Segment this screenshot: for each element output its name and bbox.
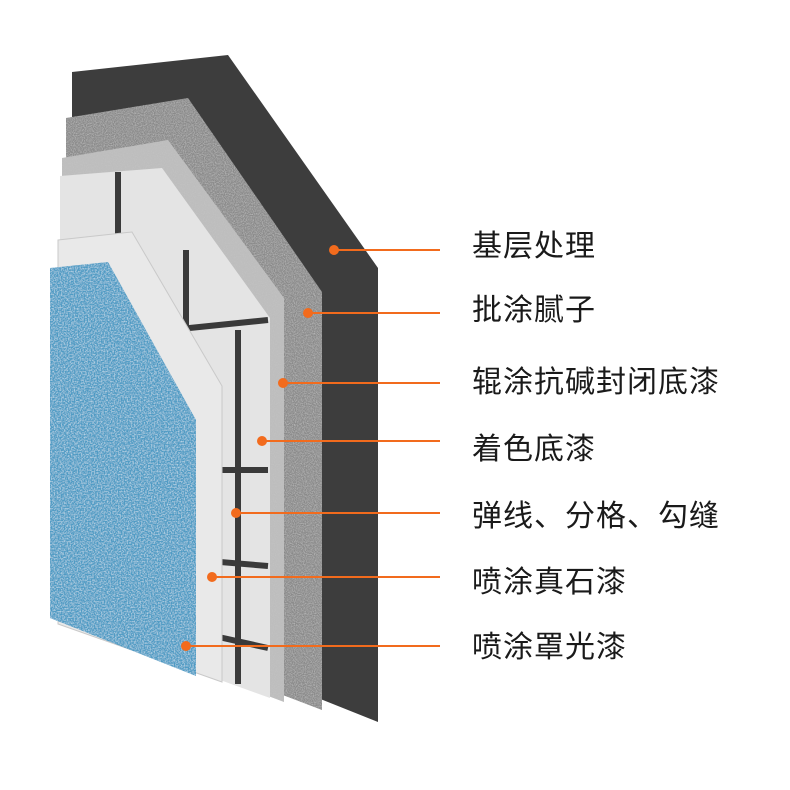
label-real-stone: 喷涂真石漆 [472, 565, 627, 600]
leader-dot [303, 308, 313, 318]
topcoat-layer [50, 262, 196, 676]
leader-dot [181, 641, 191, 651]
label-primer: 辊涂抗碱封闭底漆 [472, 365, 720, 400]
label-topcoat: 喷涂罩光漆 [472, 630, 627, 665]
label-putty: 批涂腻子 [472, 293, 596, 328]
label-color-primer: 着色底漆 [472, 432, 596, 467]
leader-dot [231, 508, 241, 518]
label-substrate: 基层处理 [472, 229, 596, 264]
leader-dot [257, 436, 267, 446]
leader-dot [207, 572, 217, 582]
leader-lines [181, 245, 440, 651]
leader-dot [278, 378, 288, 388]
leader-dot [329, 245, 339, 255]
label-grid: 弹线、分格、勾缝 [472, 499, 720, 534]
